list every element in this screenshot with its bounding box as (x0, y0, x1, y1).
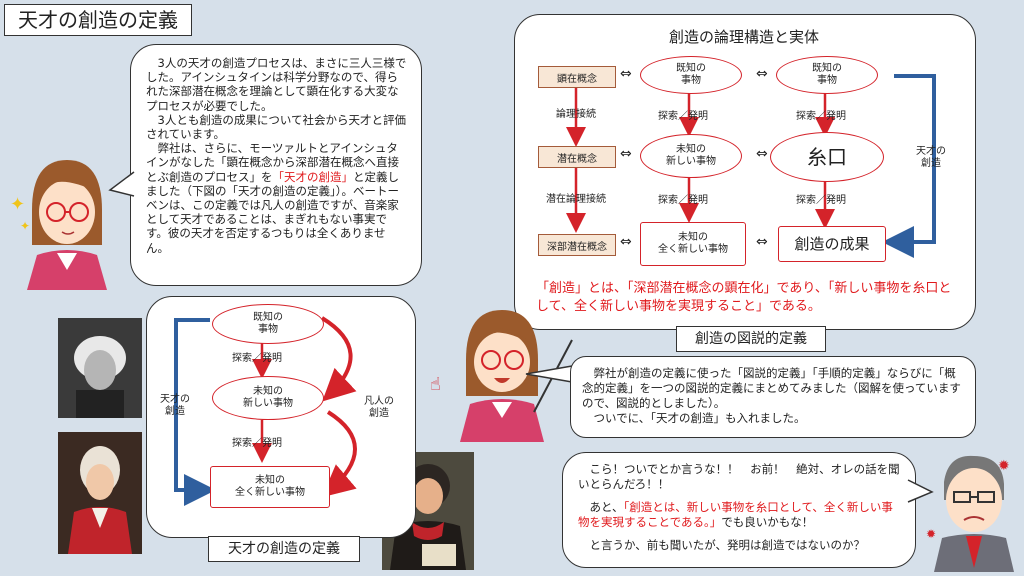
equiv-symbol: ⇔ (620, 234, 632, 250)
logic-known-node-2: 既知の 事物 (776, 56, 878, 94)
speech-tail (108, 171, 135, 197)
svg-text:✦: ✦ (10, 194, 25, 215)
gd-known-node: 既知の 事物 (212, 304, 324, 344)
woman-character-pointing: ☝ (430, 310, 573, 442)
gd-genius-label: 天才の 創造 (160, 394, 190, 417)
boss-speech-bubble (562, 452, 916, 568)
boss-text: こら！ついでとか言うな！！ お前！ 絶対、オレの話を聞いとらんだろ！！ あと、「… (578, 462, 900, 552)
equiv-symbol: ⇔ (620, 66, 632, 82)
logic-search-label: 探索／発明 (658, 111, 708, 122)
gd-ordinary-label: 凡人の 創造 (364, 396, 394, 419)
logic-search-label: 探索／発明 (796, 111, 846, 122)
equiv-symbol: ⇔ (756, 234, 768, 250)
intro-text: 3人の天才の創造プロセスは、まさに三人三様でした。アインシュタインは科学分野なの… (146, 56, 407, 255)
speech-tail (525, 365, 573, 383)
genius-definition-caption: 天才の創造の定義 (208, 536, 360, 562)
speech-tail (907, 479, 934, 503)
logic-known-node: 既知の 事物 (640, 56, 742, 94)
concept-deep-latent: 深部潜在概念 (538, 234, 616, 256)
logic-link-1: 論理接続 (556, 109, 596, 120)
einstein-portrait (58, 318, 142, 418)
hint-node: 糸口 (770, 132, 884, 182)
explanation-text: 弊社が創造の定義に使った「図説的定義」「手順的定義」ならびに「概念的定義」を一つ… (582, 366, 961, 425)
mozart-portrait (58, 432, 142, 554)
gd-search-label-1: 探索／発明 (232, 353, 282, 364)
boss-character-angry: ✹ ✹ (926, 455, 1014, 572)
logic-link-2: 潜在論理接続 (546, 194, 606, 205)
concept-latent: 潜在概念 (538, 146, 616, 168)
gd-unknown-node: 未知の 新しい事物 (212, 376, 324, 420)
logic-arrows (566, 74, 936, 258)
logic-search-label: 探索／発明 (796, 195, 846, 206)
svg-text:✹: ✹ (926, 527, 936, 541)
woman-character-thinking: ✦ ✦ (10, 160, 107, 290)
creation-result-node: 創造の成果 (778, 226, 886, 262)
logic-genius-label: 天才の 創造 (916, 146, 946, 169)
svg-text:✹: ✹ (998, 458, 1010, 474)
page-title: 天才の創造の定義 (4, 4, 192, 36)
logic-title: 創造の論理構造と実体 (668, 28, 819, 46)
equiv-symbol: ⇔ (756, 66, 768, 82)
logic-search-label: 探索／発明 (658, 195, 708, 206)
svg-text:✦: ✦ (20, 219, 30, 233)
equiv-symbol: ⇔ (756, 146, 768, 162)
beethoven-portrait (382, 452, 474, 570)
logic-caption: 創造の図説的定義 (676, 326, 826, 352)
equiv-symbol: ⇔ (620, 146, 632, 162)
explanation-bubble (570, 356, 976, 438)
logic-unknown-node: 未知の 新しい事物 (640, 134, 742, 178)
genius-definition-arrows (174, 316, 357, 506)
gd-new-node: 未知の 全く新しい事物 (210, 466, 330, 508)
logic-new-node: 未知の 全く新しい事物 (640, 222, 746, 266)
concept-explicit: 顕在概念 (538, 66, 616, 88)
intro-speech-bubble (130, 44, 422, 286)
svg-text:☝: ☝ (430, 374, 441, 395)
gd-search-label-2: 探索／発明 (232, 438, 282, 449)
creation-definition-statement: 「創造」とは、「深部潜在概念の顕在化」であり、「新しい事物を糸口として、全く新し… (536, 281, 952, 314)
